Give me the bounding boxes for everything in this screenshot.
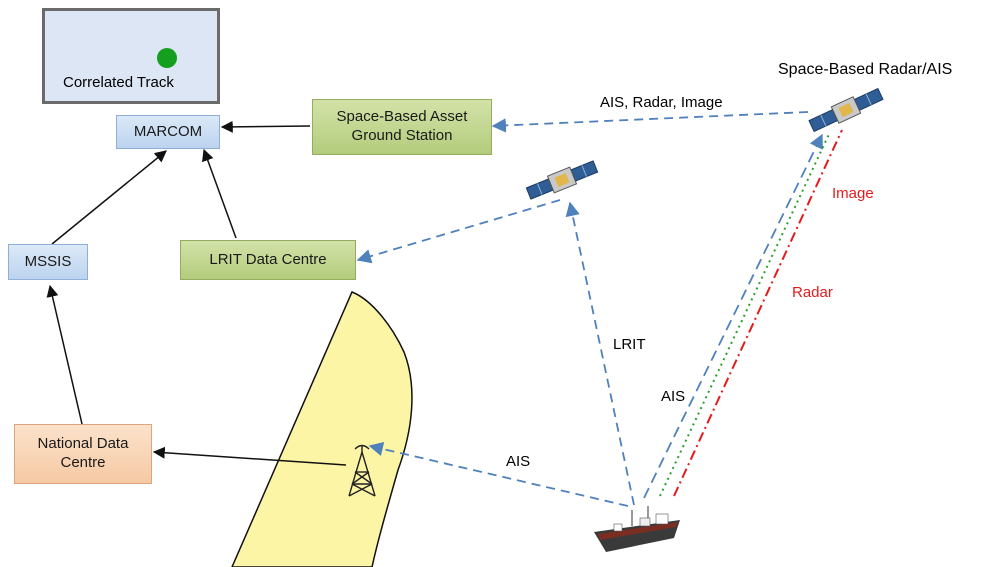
mssis-box: MSSIS — [8, 244, 88, 280]
lrit-data-centre-box: LRIT Data Centre — [180, 240, 356, 280]
ais-satellite-label: AIS — [661, 388, 686, 405]
arrow-national-to-mssis — [46, 284, 83, 425]
space-based-radar-ais-label: Space-Based Radar/AIS — [778, 61, 953, 78]
correlated-track-display: Correlated Track — [42, 8, 220, 104]
radio-tower-icon — [348, 444, 376, 497]
radar-link — [673, 129, 843, 497]
arrow-ground-to-marcom — [220, 120, 311, 133]
link-ship-to-lrit-satellite — [565, 201, 635, 506]
ship-icon — [594, 506, 680, 552]
image-link — [659, 131, 831, 497]
image-label: Image — [832, 185, 874, 202]
marcom-box: MARCOM — [116, 115, 220, 149]
track-dot — [157, 48, 177, 68]
radar-label: Radar — [792, 284, 833, 301]
arrow-mssis-to-marcom — [51, 150, 167, 245]
link-label-ais-radar-image: AIS, Radar, Image — [600, 94, 723, 111]
link-satellite-to-lrit — [356, 199, 561, 264]
space-based-satellite-icon — [808, 87, 884, 133]
ground-station-line2: Ground Station — [351, 127, 453, 144]
ground-station-box: Space-Based Asset Ground Station — [312, 99, 492, 155]
ground-station-line1: Space-Based Asset — [336, 108, 468, 126]
lrit-satellite-icon — [525, 160, 599, 200]
ais-ground-label: AIS — [506, 453, 531, 470]
link-ship-to-space-satellite — [643, 133, 823, 499]
national-data-centre-box: National Data Centre — [14, 424, 152, 484]
correlated-track-label: Correlated Track — [63, 74, 174, 91]
marcom-label: MARCOM — [133, 122, 203, 140]
arrow-tower-to-national — [152, 446, 347, 466]
link-satellite-to-ground — [491, 111, 809, 133]
lrit-label: LRIT — [613, 336, 646, 353]
arrow-lrit-to-marcom — [202, 148, 237, 239]
lrit-data-centre-label: LRIT Data Centre — [209, 250, 327, 268]
link-ship-to-tower — [368, 441, 629, 507]
mssis-label: MSSIS — [24, 252, 72, 270]
coverage-area — [231, 291, 413, 567]
national-line1: National Data — [37, 435, 129, 453]
national-line2: Centre — [60, 454, 106, 471]
